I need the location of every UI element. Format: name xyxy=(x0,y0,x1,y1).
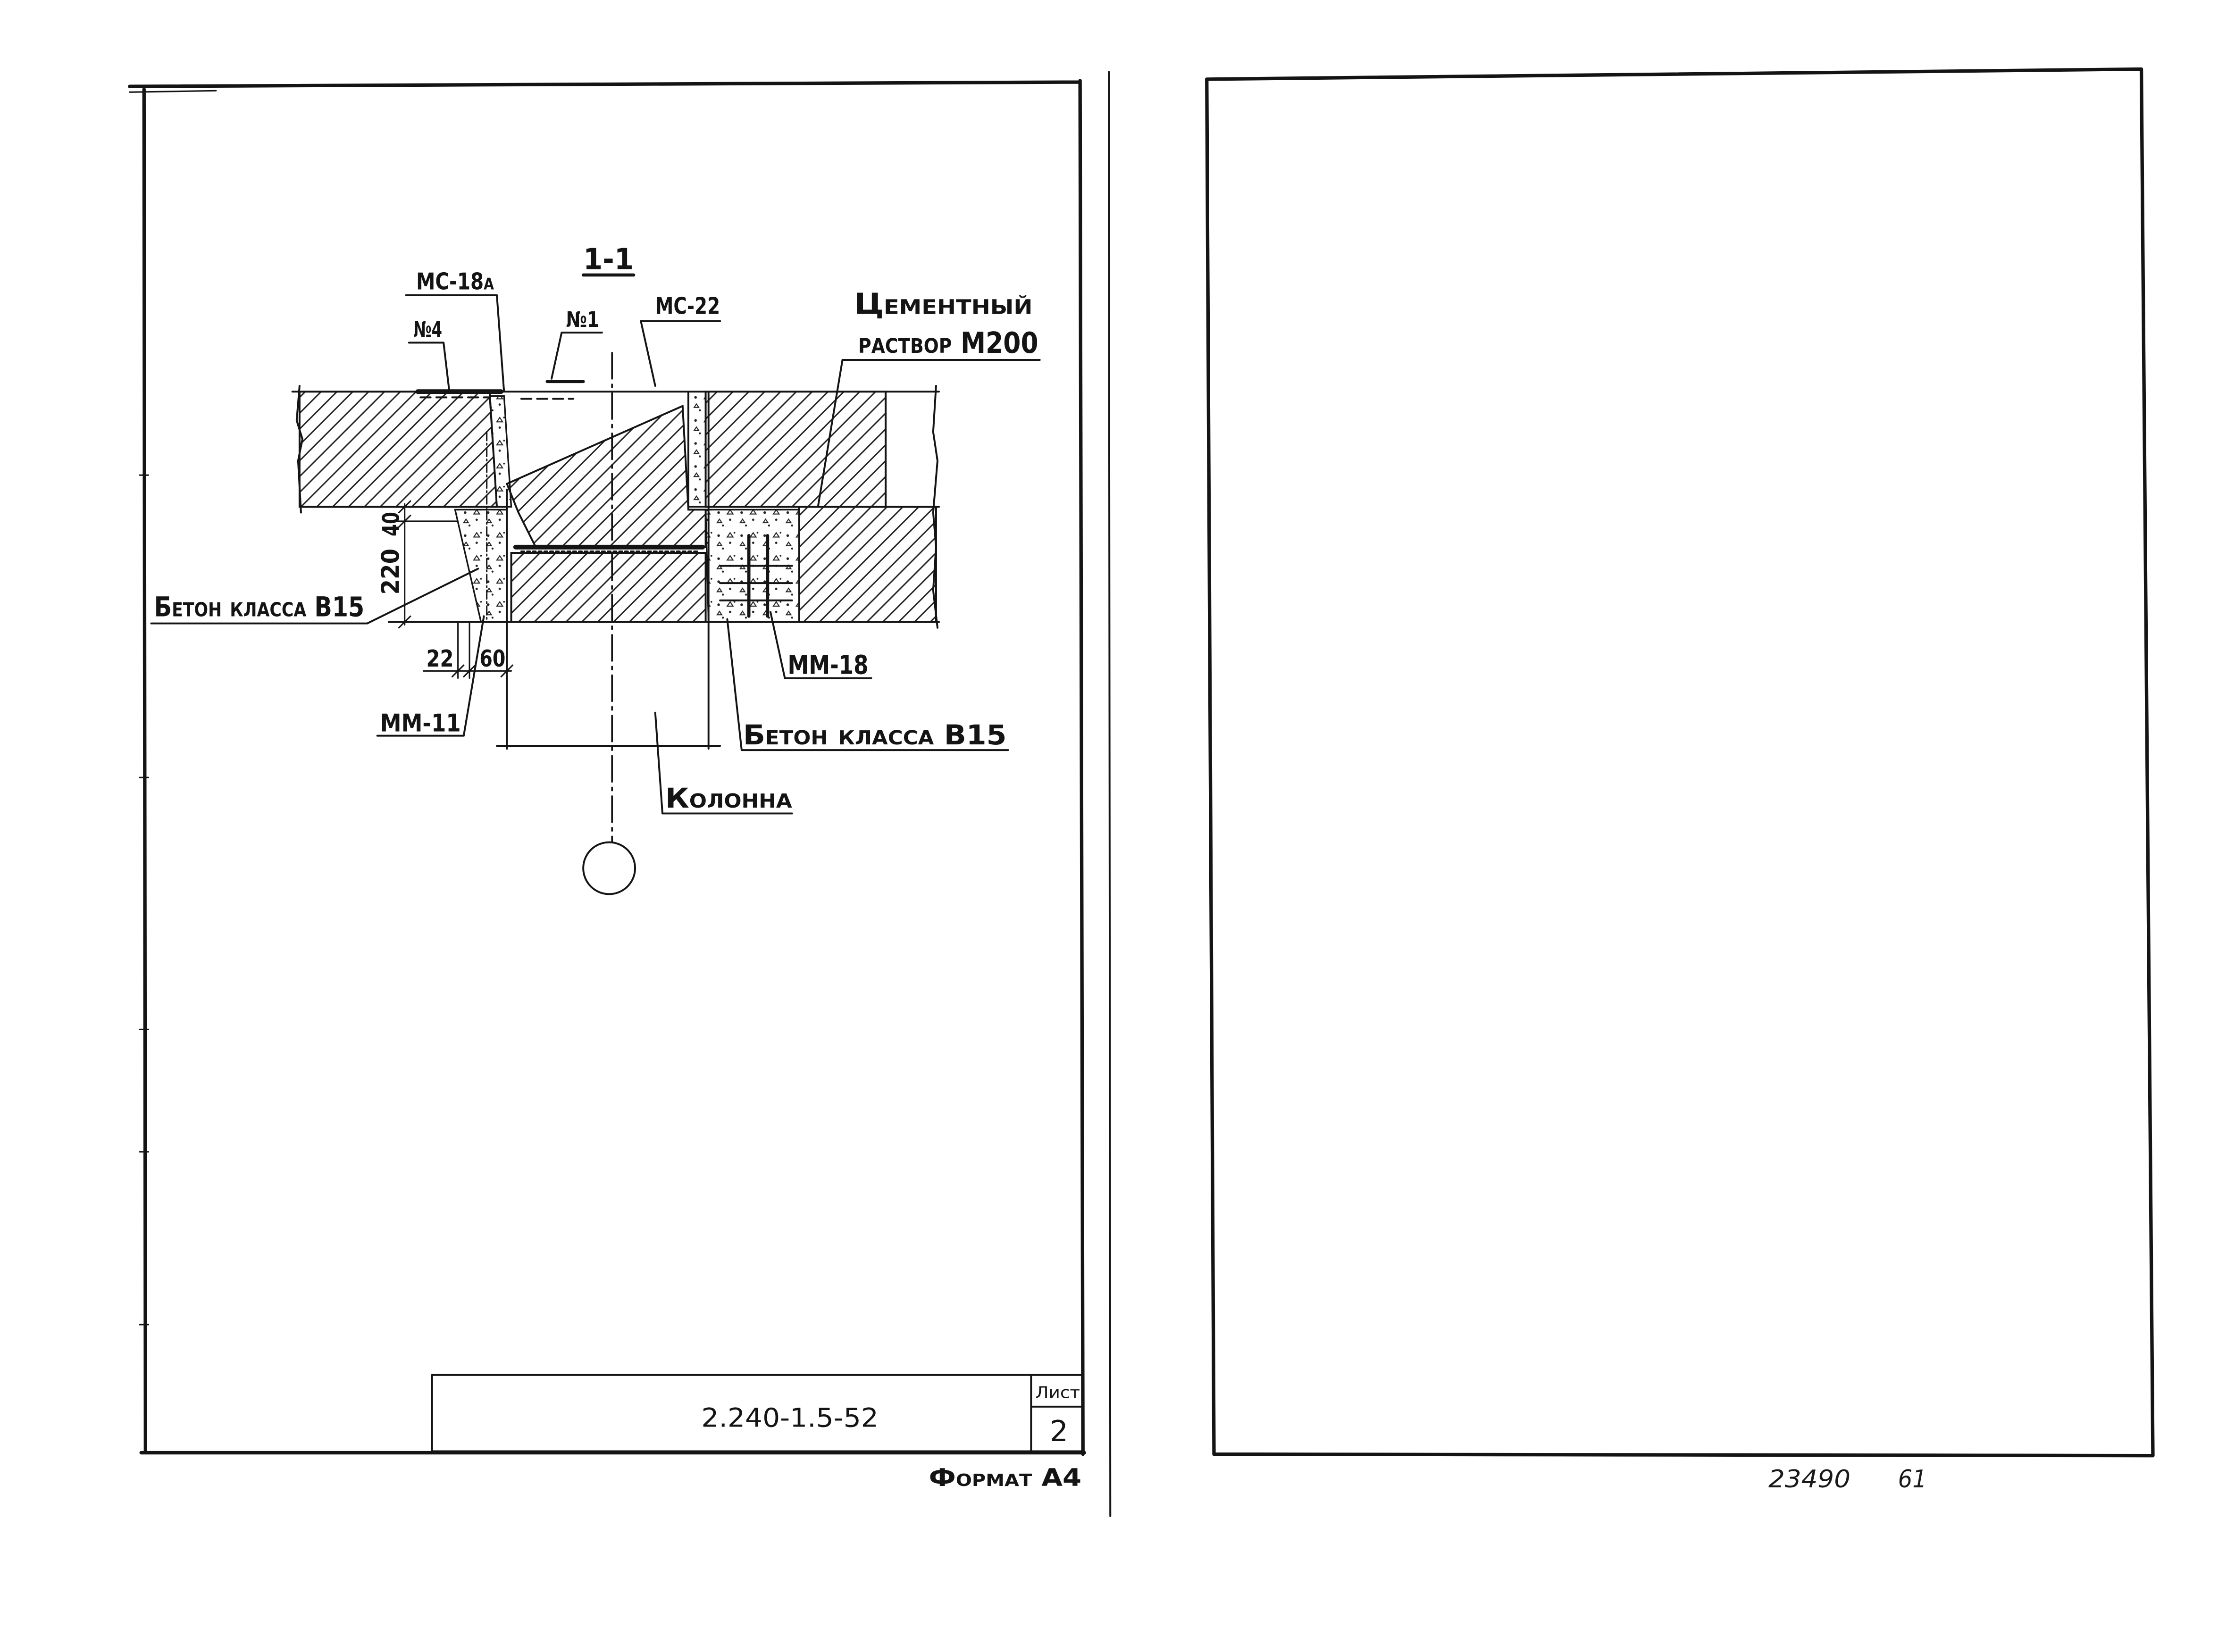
format-note: Формат А4 xyxy=(929,1464,1082,1492)
inventory-number: 23490 xyxy=(1768,1465,1850,1493)
title-block-dividers xyxy=(1030,1374,1084,1454)
grout-joint-left xyxy=(488,395,512,508)
title-block-frame xyxy=(431,1374,1084,1452)
column-faces xyxy=(496,391,721,750)
column-head-grout xyxy=(505,404,707,548)
slab-right xyxy=(704,391,887,508)
leader-ms18a xyxy=(405,294,505,393)
dimension-40: 40 xyxy=(377,512,404,536)
slab-lower-right xyxy=(798,506,937,623)
document-designation: 2.240-1.5-52 xyxy=(701,1403,878,1433)
label-mm18: ММ-18 xyxy=(788,650,869,680)
label-concrete-right: Бетон класса В15 xyxy=(743,719,1007,751)
page-divider-line xyxy=(1108,71,1112,1517)
leader-column xyxy=(654,711,793,815)
axis-marker-circle xyxy=(582,841,636,895)
section-label: 1-1 xyxy=(583,243,634,276)
label-ms18a: МС-18а xyxy=(416,268,494,295)
section-drawing: 1-1 xyxy=(150,243,1041,895)
leader-concrete-left xyxy=(150,567,479,625)
rebar-cage-mm18-horizontals xyxy=(719,565,793,601)
label-no4: №4 xyxy=(413,317,442,342)
dimension-220: 220 xyxy=(377,549,405,595)
label-ms22: МС-22 xyxy=(655,292,720,319)
label-cement-line1: Цементный xyxy=(854,287,1032,321)
leader-mm11 xyxy=(376,615,485,737)
label-column: Колонна xyxy=(665,782,792,814)
sheet-label: Лист xyxy=(1036,1384,1080,1402)
leader-no4 xyxy=(408,342,451,393)
rebar-cage-mm18-verticals xyxy=(747,534,770,618)
title-block: 2.240-1.5-52 Лист 2 xyxy=(431,1374,1084,1454)
leader-mm18 xyxy=(769,611,872,679)
right-sheet: 23490 61 xyxy=(1205,67,2155,1493)
page-number: 61 xyxy=(1898,1465,1927,1493)
label-concrete-left: Бетон класса В15 xyxy=(154,591,365,623)
right-sheet-frame xyxy=(1205,67,2155,1458)
dimension-22: 22 xyxy=(426,645,453,672)
grout-joint-right xyxy=(687,391,707,508)
label-mm11: ММ-11 xyxy=(380,709,461,737)
left-sheet-top-mark xyxy=(129,90,217,93)
leader-no1 xyxy=(551,332,603,380)
label-cement-line2: раствор М200 xyxy=(858,326,1038,360)
left-sheet: 1-1 xyxy=(128,79,1086,1492)
label-no1: №1 xyxy=(566,307,599,332)
concrete-fill-left xyxy=(454,509,508,623)
dimension-horizontal xyxy=(422,621,514,679)
sheet-number: 2 xyxy=(1050,1415,1068,1448)
column-top xyxy=(510,552,707,623)
break-line-right xyxy=(932,384,938,629)
left-edge-ticks xyxy=(139,474,149,1326)
slab-left xyxy=(298,391,498,508)
dimension-60: 60 xyxy=(479,645,505,672)
break-line-left xyxy=(295,384,303,514)
left-sheet-frame xyxy=(128,79,1086,1456)
leader-ms22 xyxy=(640,320,721,387)
dimension-vertical xyxy=(393,500,459,629)
leader-cement xyxy=(817,359,1041,508)
leader-concrete-right xyxy=(726,618,1009,751)
